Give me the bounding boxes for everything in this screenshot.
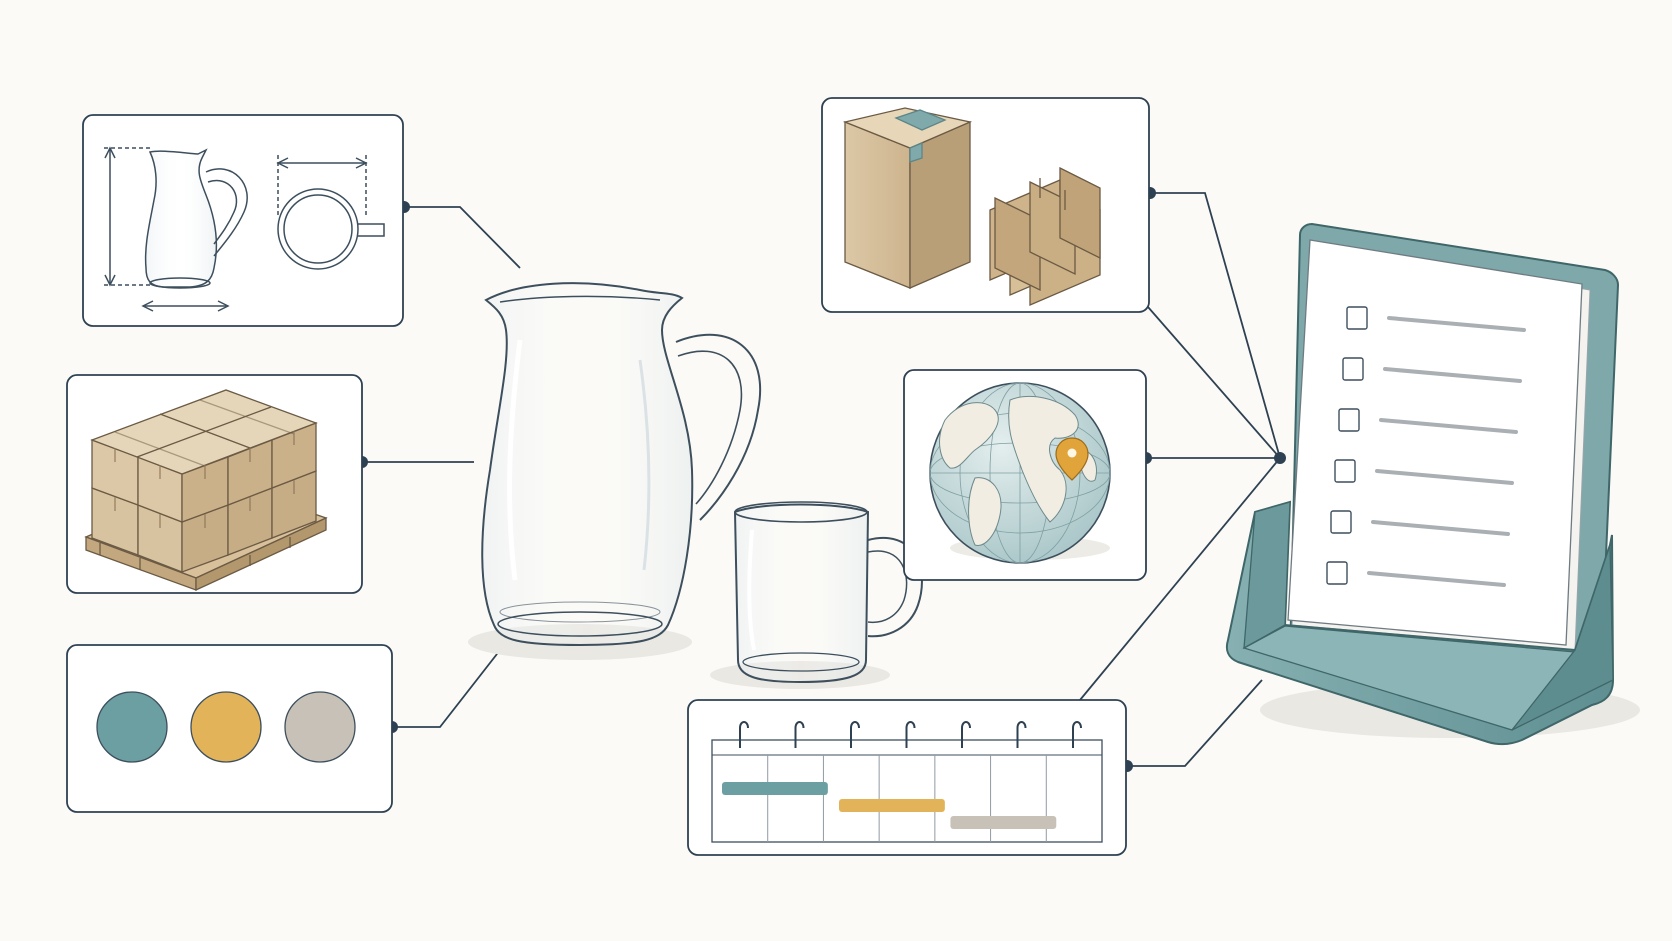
schedule-calendar-panel bbox=[687, 699, 1127, 856]
calendar-ring bbox=[1072, 721, 1082, 748]
glass-pitcher-icon bbox=[468, 282, 762, 660]
checklist-line bbox=[1371, 520, 1510, 536]
connector-box-dividers bbox=[1150, 192, 1281, 459]
calendar-ring bbox=[794, 721, 805, 748]
schedule-calendar-icon bbox=[711, 721, 1103, 843]
globe-panel bbox=[903, 369, 1147, 581]
checklist-line bbox=[1383, 367, 1522, 383]
connector-calendar bbox=[1127, 679, 1263, 767]
swatch-teal bbox=[96, 691, 168, 763]
box-dividers-icon bbox=[842, 107, 1101, 306]
pallet-boxes-icon bbox=[84, 389, 328, 592]
location-pin-icon bbox=[1055, 437, 1089, 481]
connector-box-to-checklist bbox=[1147, 306, 1281, 459]
pallet-panel bbox=[66, 374, 363, 594]
connector-dimensions bbox=[404, 206, 521, 269]
box-dividers-panel bbox=[821, 97, 1150, 313]
pitcher-dimensions-icon bbox=[104, 146, 385, 312]
globe-location-icon bbox=[929, 382, 1111, 564]
schedule-bar bbox=[950, 816, 1057, 829]
calendar-ring bbox=[905, 721, 916, 748]
checklist-line bbox=[1379, 418, 1518, 434]
checkbox bbox=[1346, 306, 1368, 330]
connector-swatches bbox=[392, 644, 505, 728]
checklist-clipboard-icon bbox=[1225, 222, 1640, 746]
checklist-line bbox=[1375, 469, 1514, 485]
calendar-ring bbox=[739, 721, 749, 748]
glass-mug-icon bbox=[710, 501, 923, 689]
schedule-bar bbox=[722, 782, 828, 795]
checklist-line bbox=[1367, 571, 1506, 587]
connectors bbox=[362, 192, 1281, 767]
pitcher-dimensions-panel bbox=[82, 114, 404, 327]
schedule-bar bbox=[839, 799, 945, 812]
checkbox bbox=[1338, 408, 1360, 432]
connector-mug-to-checklist bbox=[1079, 457, 1281, 701]
swatch-yellow bbox=[190, 691, 262, 763]
checkbox bbox=[1342, 357, 1364, 381]
color-swatches-panel bbox=[66, 644, 393, 813]
calendar-ring bbox=[850, 721, 860, 748]
swatch-gray bbox=[284, 691, 356, 763]
checkbox bbox=[1326, 561, 1348, 585]
color-swatches-icon bbox=[96, 691, 356, 763]
checklist-line bbox=[1387, 316, 1526, 332]
checkbox bbox=[1334, 459, 1356, 483]
calendar-ring bbox=[1016, 721, 1027, 748]
checkbox bbox=[1330, 510, 1352, 534]
calendar-ring bbox=[961, 721, 971, 748]
